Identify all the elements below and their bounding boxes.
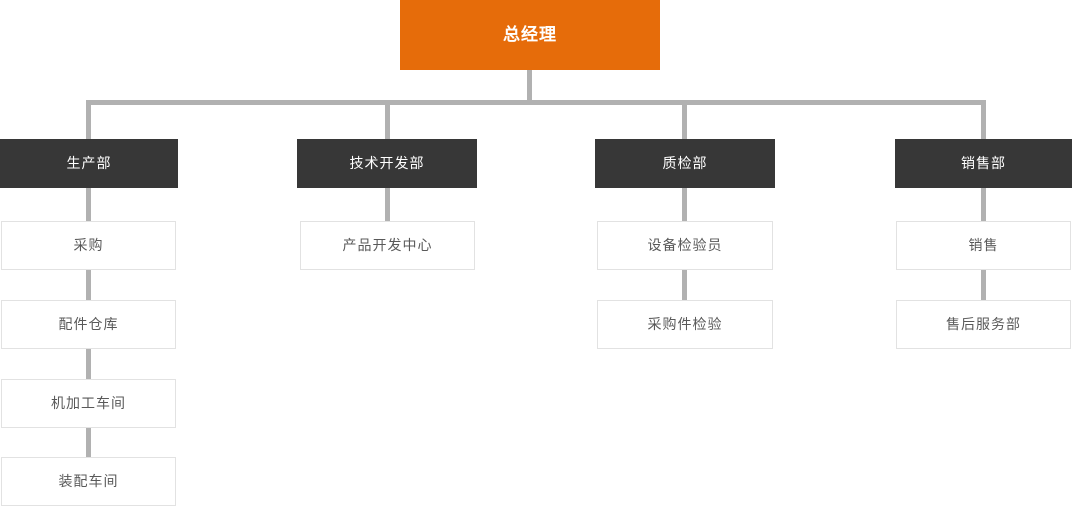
connector-production-child-2 xyxy=(86,270,91,300)
connector-sales-child-2 xyxy=(981,270,986,300)
node-equipment-inspector: 设备检验员 xyxy=(597,221,773,270)
node-product-dev-center: 产品开发中心 xyxy=(300,221,475,270)
connector-main-horizontal xyxy=(86,100,986,105)
node-sales-sub: 销售 xyxy=(896,221,1071,270)
connector-drop-tech-dev xyxy=(385,105,390,139)
connector-tech-dev-child-1 xyxy=(385,188,390,221)
connector-drop-quality xyxy=(682,105,687,139)
org-node-general-manager: 总经理 xyxy=(400,0,660,70)
node-purchasing: 采购 xyxy=(1,221,176,270)
connector-quality-child-2 xyxy=(682,270,687,300)
node-assembly-workshop: 装配车间 xyxy=(1,457,176,506)
connector-drop-production xyxy=(86,105,91,139)
connector-root-vertical xyxy=(527,70,532,100)
connector-production-child-3 xyxy=(86,349,91,379)
connector-sales-child-1 xyxy=(981,188,986,221)
connector-production-child-4 xyxy=(86,428,91,457)
dept-node-sales: 销售部 xyxy=(895,139,1072,188)
node-after-sales-service: 售后服务部 xyxy=(896,300,1071,349)
dept-node-quality: 质检部 xyxy=(595,139,775,188)
connector-quality-child-1 xyxy=(682,188,687,221)
dept-node-tech-dev: 技术开发部 xyxy=(297,139,477,188)
connector-drop-sales xyxy=(981,105,986,139)
node-purchased-parts-inspection: 采购件检验 xyxy=(597,300,773,349)
node-machining-workshop: 机加工车间 xyxy=(1,379,176,428)
connector-production-child-1 xyxy=(86,188,91,221)
dept-node-production: 生产部 xyxy=(0,139,178,188)
node-parts-warehouse: 配件仓库 xyxy=(1,300,176,349)
